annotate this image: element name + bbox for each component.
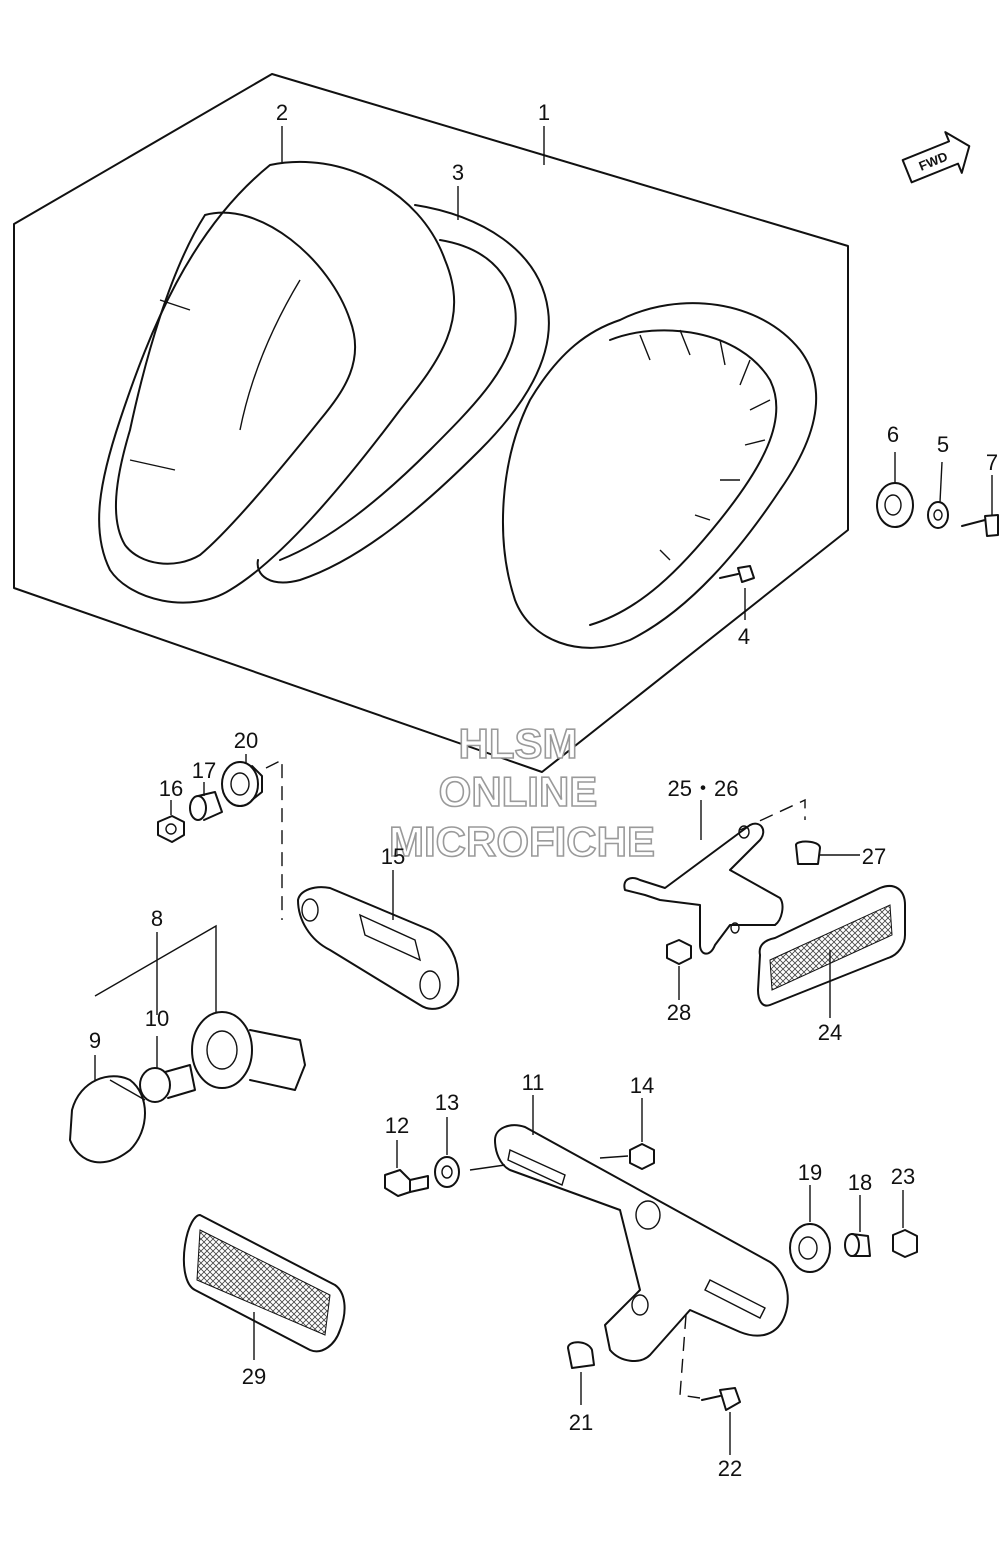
callout-21: 21 bbox=[569, 1410, 593, 1435]
part-19-grommet bbox=[789, 1185, 831, 1273]
callout-12: 12 bbox=[385, 1113, 409, 1138]
callout-1: 1 bbox=[538, 100, 550, 125]
part-17-collar bbox=[189, 782, 223, 821]
watermark: HLSM ONLINE MICROFICHE bbox=[388, 719, 656, 866]
watermark-line3: MICROFICHE bbox=[389, 818, 655, 865]
callout-19: 19 bbox=[798, 1160, 822, 1185]
callout-13: 13 bbox=[435, 1090, 459, 1115]
callout-3: 3 bbox=[452, 160, 464, 185]
callout-28: 28 bbox=[667, 1000, 691, 1025]
callout-24: 24 bbox=[818, 1020, 842, 1045]
part-11-bracket bbox=[469, 1095, 789, 1362]
part-24-reflector bbox=[757, 885, 906, 1018]
callout-23: 23 bbox=[891, 1164, 915, 1189]
part-12-bolt bbox=[384, 1140, 429, 1197]
callout-2: 2 bbox=[276, 100, 288, 125]
callout-9: 9 bbox=[89, 1028, 101, 1053]
callout-20: 20 bbox=[234, 728, 258, 753]
callout-5: 5 bbox=[937, 432, 949, 457]
callout-10: 10 bbox=[145, 1006, 169, 1031]
part-5-washer bbox=[927, 461, 949, 529]
callout-4: 4 bbox=[738, 624, 750, 649]
callout-7: 7 bbox=[986, 450, 998, 475]
callout-labels: 1 2 3 4 5 6 7 8 9 10 11 12 13 14 15 16 1… bbox=[89, 100, 998, 1481]
part-21-cap bbox=[567, 1341, 595, 1405]
watermark-line1: HLSM bbox=[459, 720, 578, 767]
callout-14: 14 bbox=[630, 1073, 654, 1098]
part-28-nut bbox=[666, 939, 692, 1000]
part-10-bulb bbox=[139, 1036, 196, 1103]
fwd-arrow-icon: FWD bbox=[901, 131, 971, 184]
callout-16: 16 bbox=[159, 776, 183, 801]
part-29-reflector bbox=[182, 1214, 346, 1360]
part-25-26-bracket bbox=[623, 798, 806, 955]
part-7-screw bbox=[961, 475, 999, 537]
part-23-nut bbox=[892, 1190, 918, 1258]
callout-15: 15 bbox=[381, 844, 405, 869]
part-8-socket bbox=[94, 924, 306, 1091]
part-6-grommet bbox=[876, 452, 914, 528]
callout-8: 8 bbox=[151, 906, 163, 931]
callout-22: 22 bbox=[718, 1456, 742, 1481]
part-15-bracket bbox=[297, 870, 460, 1010]
part-27-bolt bbox=[795, 840, 860, 865]
part-18-collar bbox=[844, 1195, 871, 1257]
part-22-bolt bbox=[679, 1314, 741, 1455]
callout-17: 17 bbox=[192, 758, 216, 783]
part-9-lens bbox=[69, 1055, 146, 1164]
callout-27: 27 bbox=[862, 844, 886, 869]
callout-25-26: 25・26 bbox=[668, 776, 739, 801]
part-20-grommet bbox=[221, 754, 283, 920]
leader-lines-top bbox=[281, 126, 545, 220]
part-4-screw bbox=[719, 565, 755, 620]
part-3-gasket bbox=[256, 204, 550, 584]
callout-11: 11 bbox=[522, 1070, 545, 1095]
lamp-housing bbox=[502, 302, 818, 649]
part-16-nut bbox=[157, 800, 185, 843]
part-2-lens-cover bbox=[98, 160, 456, 604]
part-13-washer bbox=[434, 1117, 460, 1188]
callout-6: 6 bbox=[887, 422, 899, 447]
callout-18: 18 bbox=[848, 1170, 872, 1195]
assembly-box-outline bbox=[13, 73, 849, 773]
watermark-line2: ONLINE bbox=[439, 768, 598, 815]
callout-29: 29 bbox=[242, 1364, 266, 1389]
part-14-nut bbox=[599, 1098, 655, 1170]
